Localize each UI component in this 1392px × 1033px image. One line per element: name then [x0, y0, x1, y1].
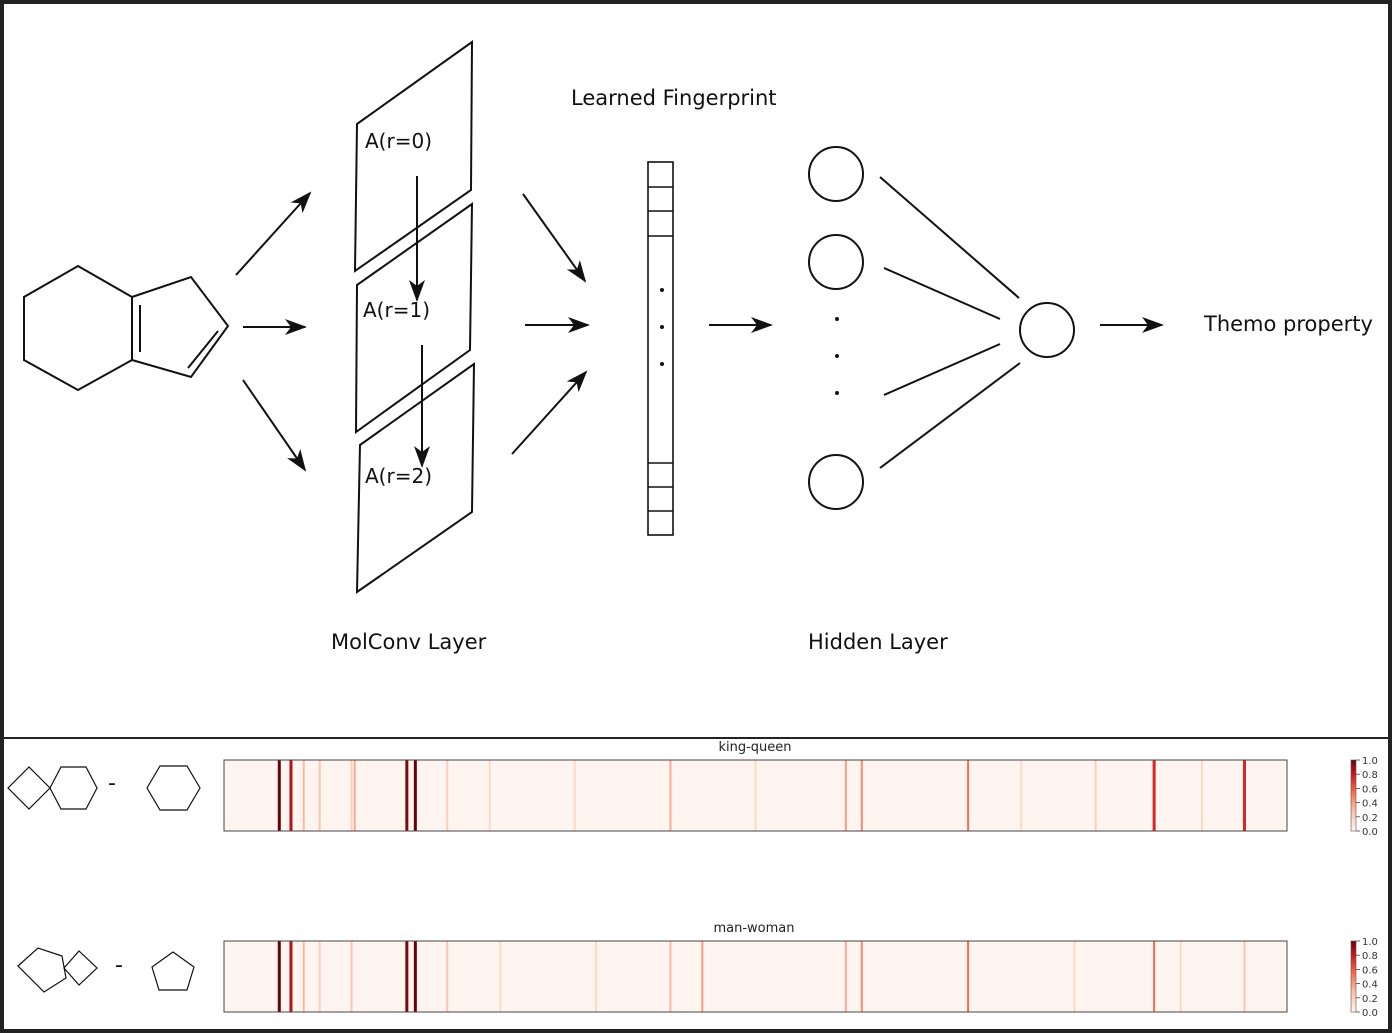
heatmap1-border	[223, 759, 1288, 832]
heatmap2-stripe	[1073, 941, 1076, 1012]
heatmap2-stripe	[405, 941, 409, 1012]
conv-plane-r0	[353, 40, 474, 273]
heatmap1-stripe	[844, 760, 847, 831]
colorbar2-tick-label: 0.8	[1362, 951, 1378, 962]
heatmap1-stripe	[446, 760, 449, 831]
heatmap1-lines	[277, 760, 1246, 831]
heatmap2-stripe	[669, 941, 672, 1012]
hidden-layer-nodes	[808, 146, 1075, 510]
heatmap1-stripe	[405, 760, 409, 831]
hidden-ellipsis	[835, 317, 839, 395]
conv-down-arrows	[409, 176, 430, 468]
colorbar1-tick-label: 0.8	[1362, 770, 1378, 781]
conv-plane-r2	[355, 362, 476, 594]
heatmap2-stripe	[844, 941, 847, 1012]
colorbar2-tick-label: 0.4	[1362, 980, 1378, 991]
colorbar2-tick-label: 1.0	[1362, 937, 1378, 948]
heatmap1-stripe	[413, 760, 417, 831]
hidden-to-output-edges	[879, 176, 1021, 469]
heatmap2-stripe	[1153, 941, 1156, 1012]
colorbar1-tick-label: 1.0	[1362, 756, 1378, 767]
fingerprint-title: Learned Fingerprint	[571, 86, 777, 110]
heatmap2-stripe	[967, 941, 970, 1012]
heatmap2-stripe	[413, 941, 417, 1012]
analogy2-right-molecule	[151, 951, 195, 991]
heatmap2-stripe	[1179, 941, 1182, 1012]
heatmap2-stripe	[350, 941, 353, 1012]
output-label: Themo property	[1203, 312, 1373, 336]
heatmap1-stripe	[277, 760, 281, 831]
colorbar2-tick-label: 0.2	[1362, 994, 1378, 1005]
fingerprint-ellipsis	[660, 288, 664, 366]
molconv-layer-label: MolConv Layer	[331, 630, 487, 654]
heatmap2-stripe	[289, 941, 293, 1012]
analogy1-left-molecule	[7, 766, 98, 810]
heatmap2-stripe	[302, 941, 305, 1012]
hidden-node	[808, 454, 864, 510]
heatmap1-stripe	[754, 760, 757, 831]
heatmap2-stripe	[446, 941, 449, 1012]
heatmap1-stripe	[1200, 760, 1203, 831]
conv-planes	[353, 40, 476, 594]
heatmap1-stripe	[1152, 760, 1156, 831]
output-node	[1019, 302, 1075, 358]
heatmap2-stripe	[277, 941, 281, 1012]
hidden-node	[808, 234, 864, 290]
heatmap2-stripe	[318, 941, 321, 1012]
heatmap2-stripe	[499, 941, 502, 1012]
hidden-layer-label: Hidden Layer	[808, 630, 948, 654]
conv-label-r2: A(r=2)	[365, 464, 432, 488]
colorbar-1: 1.0 0.8 0.6 0.4 0.2 0.0	[1350, 756, 1378, 838]
heatmap1-title: king-queen	[718, 740, 791, 755]
heatmap2-stripe	[701, 941, 704, 1012]
heatmap2-lines	[277, 941, 1246, 1012]
heatmap2-background	[224, 941, 1287, 1012]
heatmap1-stripe	[1242, 760, 1246, 831]
colorbar1-tick-label: 0.4	[1362, 799, 1378, 810]
heatmap1-stripe	[967, 760, 970, 831]
conv-to-fingerprint-arrows	[511, 193, 590, 455]
analogy2-minus: -	[115, 953, 123, 978]
heatmap1-stripe	[302, 760, 305, 831]
heatmap1-stripe	[1020, 760, 1023, 831]
input-arrows	[235, 191, 312, 472]
heatmap1-stripe	[488, 760, 491, 831]
colorbar1-tick-label: 0.6	[1362, 784, 1378, 795]
heatmap1-stripe	[318, 760, 321, 831]
heatmap1-stripe	[1094, 760, 1097, 831]
colorbar-2: 1.0 0.8 0.6 0.4 0.2 0.0	[1350, 937, 1378, 1019]
colorbar2-tick-label: 0.6	[1362, 965, 1378, 976]
heatmap1-stripe	[860, 760, 863, 831]
heatmap2-border	[223, 940, 1288, 1013]
heatmap2-stripe	[1243, 941, 1246, 1012]
heatmap1-stripe	[669, 760, 672, 831]
heatmap1-stripe	[350, 760, 353, 831]
colorbar1-tick-label: 0.2	[1362, 813, 1378, 824]
conv-label-r1: A(r=1)	[363, 298, 430, 322]
panel-divider	[0, 737, 1392, 739]
analogy1-right-molecule	[146, 765, 201, 811]
hidden-node	[808, 146, 864, 202]
input-molecule	[23, 264, 230, 392]
heatmap1-stripe	[289, 760, 293, 831]
analogy2-left-molecule	[17, 947, 98, 993]
heatmap2-stripe	[860, 941, 863, 1012]
heatmap2-stripe	[595, 941, 598, 1012]
heatmap2-title: man-woman	[713, 921, 794, 936]
colorbar2-tick-label: 0.0	[1362, 1008, 1378, 1019]
analogy1-minus: -	[108, 771, 116, 796]
fingerprint-vector	[647, 161, 674, 536]
colorbar1-tick-label: 0.0	[1362, 827, 1378, 838]
heatmap1-stripe	[353, 760, 356, 831]
conv-plane-r1	[354, 202, 474, 434]
heatmap1-stripe	[573, 760, 576, 831]
conv-label-r0: A(r=0)	[365, 129, 432, 153]
